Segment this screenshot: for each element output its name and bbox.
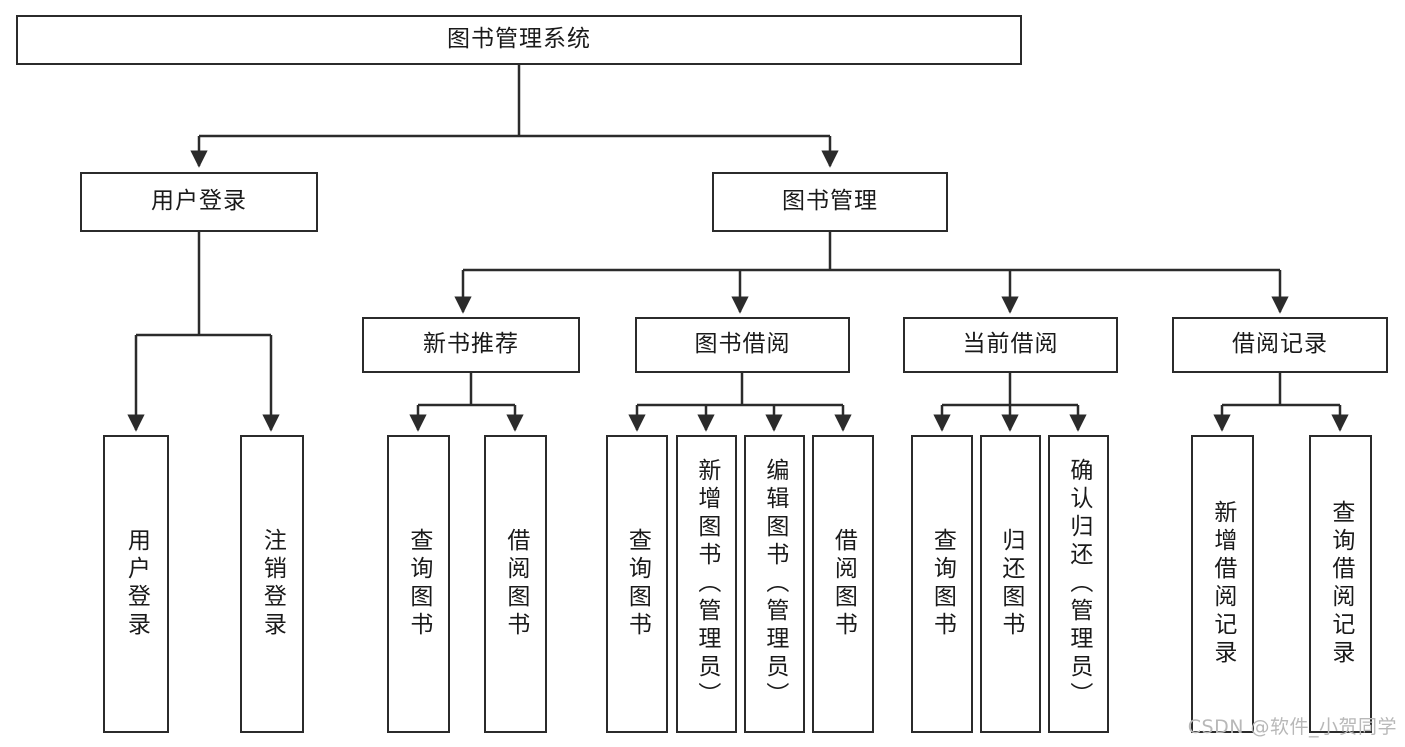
node-root[interactable]: 图书管理系统 — [16, 15, 1022, 65]
leaf-query-book-borrow[interactable]: 查询图书 — [606, 435, 668, 733]
leaf-borrow-book-recommend[interactable]: 借阅图书 — [484, 435, 547, 733]
leaf-query-book-current[interactable]: 查询图书 — [911, 435, 973, 733]
node-book-management[interactable]: 图书管理 — [712, 172, 948, 232]
node-borrow-records[interactable]: 借阅记录 — [1172, 317, 1388, 373]
leaf-add-book-admin[interactable]: 新增图书（管理员） — [676, 435, 737, 733]
leaf-label: 查询图书 — [929, 528, 956, 640]
leaf-return-book[interactable]: 归还图书 — [980, 435, 1041, 733]
leaf-label: 编辑图书（管理员） — [761, 458, 788, 710]
leaf-label: 借阅图书 — [502, 528, 529, 640]
leaf-label: 确认归还（管理员） — [1065, 458, 1092, 710]
leaf-query-book-recommend[interactable]: 查询图书 — [387, 435, 450, 733]
leaf-label: 查询借阅记录 — [1327, 500, 1354, 668]
leaf-logout[interactable]: 注销登录 — [240, 435, 304, 733]
leaf-label: 查询图书 — [624, 528, 651, 640]
leaf-label: 归还图书 — [997, 528, 1024, 640]
leaf-add-borrow-record[interactable]: 新增借阅记录 — [1191, 435, 1254, 733]
leaf-label: 查询图书 — [405, 528, 432, 640]
node-book-borrow[interactable]: 图书借阅 — [635, 317, 850, 373]
leaf-borrow-book[interactable]: 借阅图书 — [812, 435, 874, 733]
leaf-label: 新增图书（管理员） — [693, 458, 720, 710]
leaf-user-login[interactable]: 用户登录 — [103, 435, 169, 733]
leaf-label: 用户登录 — [123, 528, 150, 640]
node-new-book-recommend[interactable]: 新书推荐 — [362, 317, 580, 373]
leaf-query-borrow-record[interactable]: 查询借阅记录 — [1309, 435, 1372, 733]
leaf-edit-book-admin[interactable]: 编辑图书（管理员） — [744, 435, 805, 733]
leaf-label: 注销登录 — [259, 528, 286, 640]
node-user-login[interactable]: 用户登录 — [80, 172, 318, 232]
leaf-label: 新增借阅记录 — [1209, 500, 1236, 668]
csdn-watermark: CSDN @软件_小贺同学 — [1187, 716, 1397, 738]
leaf-confirm-return-admin[interactable]: 确认归还（管理员） — [1048, 435, 1109, 733]
leaf-label: 借阅图书 — [830, 528, 857, 640]
node-current-borrow[interactable]: 当前借阅 — [903, 317, 1118, 373]
